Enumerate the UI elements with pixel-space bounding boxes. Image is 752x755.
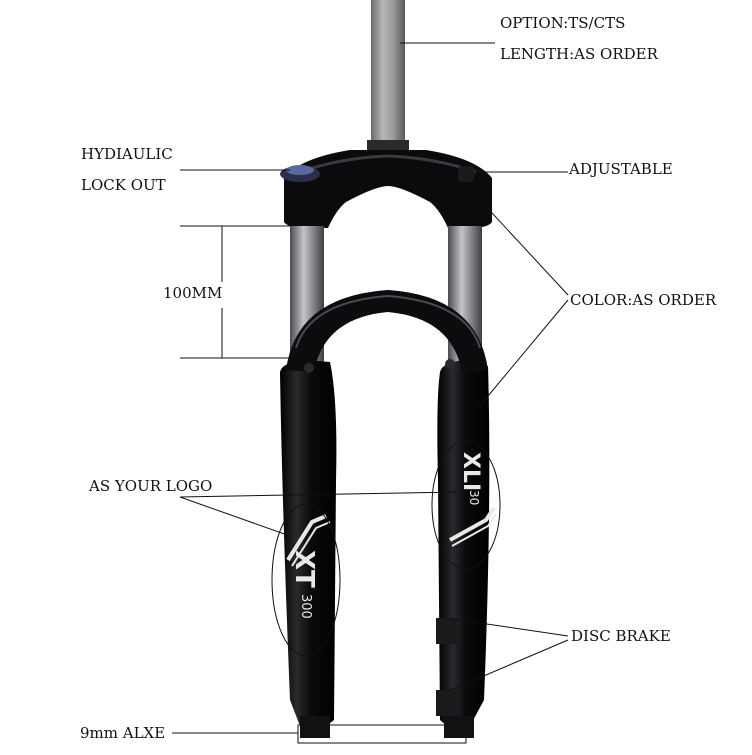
leader-color-1 [479, 199, 569, 296]
leader-lines [172, 42, 569, 744]
left-lower-leg [280, 360, 337, 728]
adjuster-knob [458, 166, 474, 182]
right-decal-sub: 30 [467, 490, 481, 505]
leader-logo-2 [179, 491, 461, 498]
left-decal-text: XT [289, 550, 319, 588]
right-decal-text: XLI [458, 452, 483, 491]
leader-logo-1 [179, 496, 291, 537]
label-hydraulic-line2: LOCK OUT [81, 176, 166, 194]
label-length: LENGTH:AS ORDER [500, 45, 658, 63]
label-logo: AS YOUR LOGO [89, 477, 213, 495]
label-adjustable: ADJUSTABLE [569, 160, 673, 178]
fork-arch [286, 290, 488, 372]
right-lower-leg [437, 360, 490, 728]
label-hydraulic-line1: HYDIAULIC [81, 145, 173, 163]
disc-brake-mount [436, 618, 458, 644]
leader-color-2 [477, 299, 569, 409]
axle-dropout-left [300, 716, 330, 738]
label-travel: 100MM [163, 284, 223, 302]
logo-ellipse-left [271, 503, 341, 657]
steerer-tube [371, 0, 405, 150]
logo-ellipse-right [431, 440, 501, 570]
leader-disc-1 [445, 617, 569, 637]
fork-crown [284, 150, 492, 228]
label-color: COLOR:AS ORDER [570, 291, 717, 309]
label-axle: 9mm ALXE [80, 724, 166, 742]
leader-disc-2 [445, 639, 569, 693]
axle-dropout-right [444, 716, 474, 738]
left-decal-sub: 300 [298, 594, 313, 619]
axle-box [297, 724, 467, 744]
right-logo-decal: XLI 30 [458, 452, 483, 505]
left-logo-decal: XT 300 [289, 550, 319, 619]
label-option: OPTION:TS/CTS [500, 14, 626, 32]
label-disc-brake: DISC BRAKE [571, 627, 671, 645]
